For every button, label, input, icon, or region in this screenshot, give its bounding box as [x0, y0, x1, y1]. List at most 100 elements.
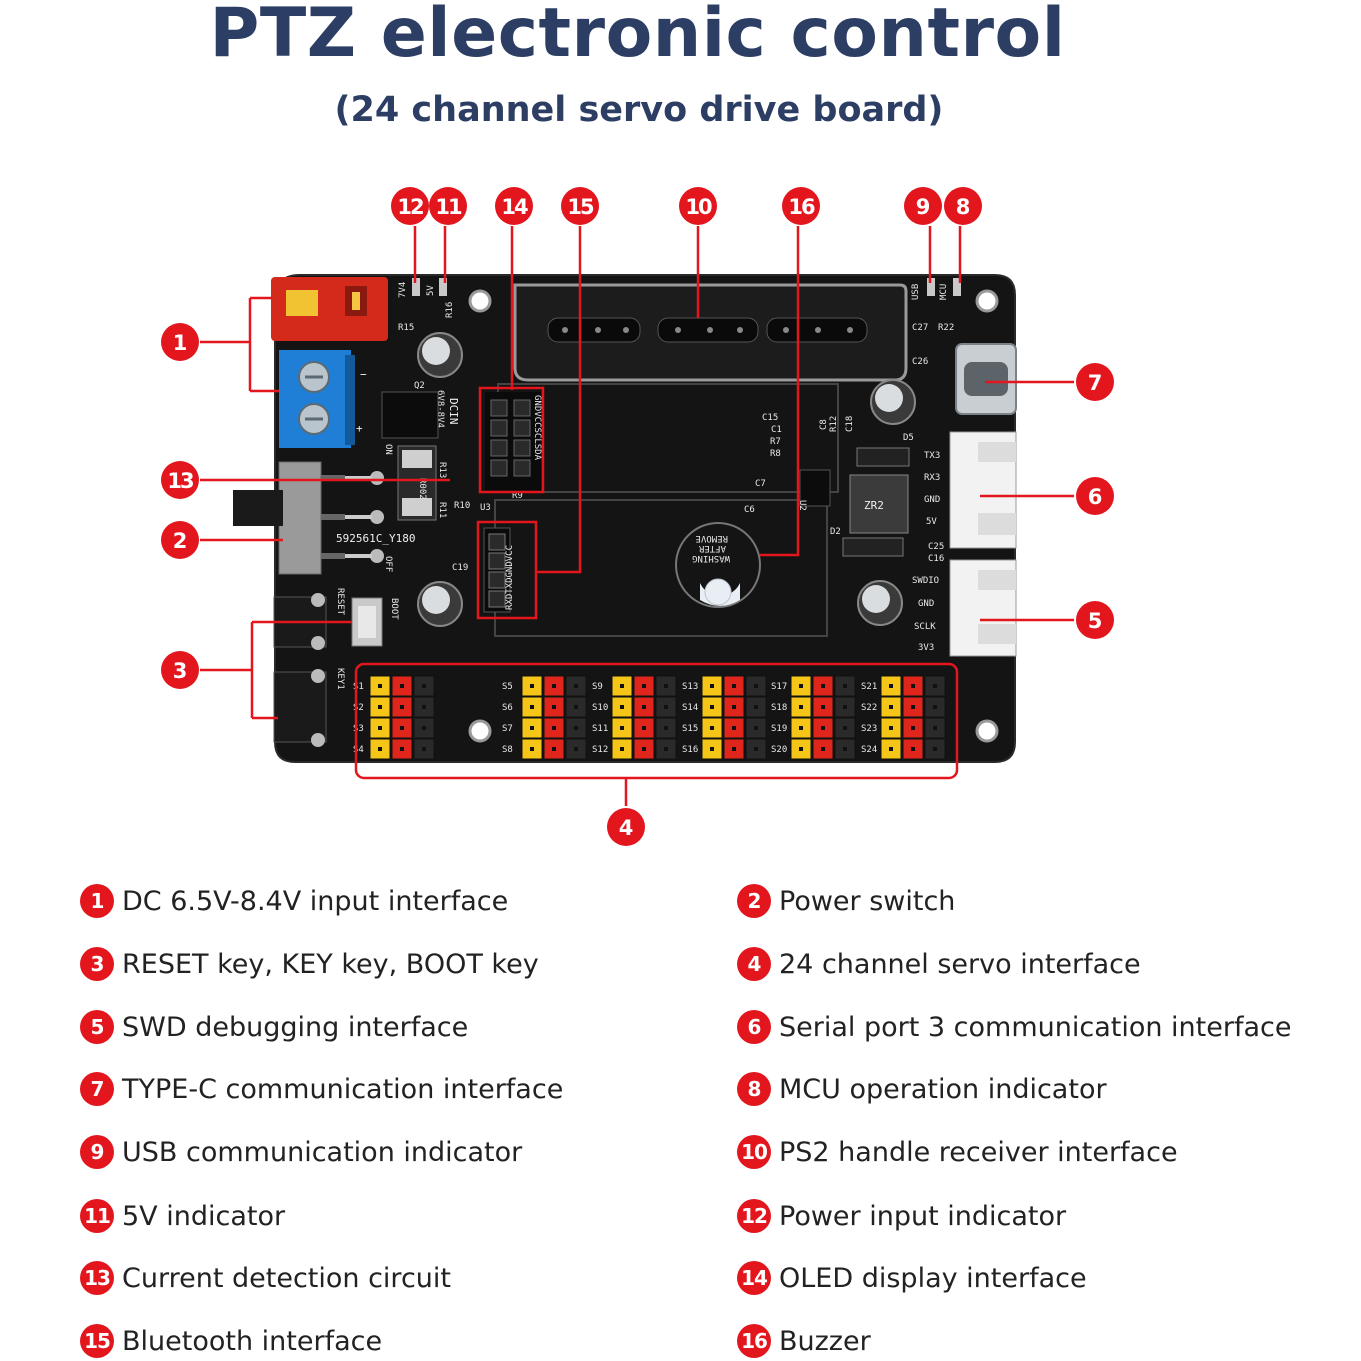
servo-pin-hole	[574, 684, 578, 688]
switch-code-label: 592561C_Y180	[336, 532, 415, 545]
legend-badge: 7	[80, 1072, 114, 1106]
legend-text: TYPE-C communication interface	[122, 1073, 564, 1105]
servo-pin-hole	[933, 726, 937, 730]
servo-pin-hole	[574, 747, 578, 751]
servo-pin-hole	[530, 705, 534, 709]
shunt-label: R002	[417, 478, 427, 500]
svg-text:Q2: Q2	[414, 381, 425, 391]
reset-label: RESET	[335, 588, 345, 616]
servo-pin-hole	[732, 684, 736, 688]
svg-text:GND: GND	[924, 495, 940, 505]
servo-pin-hole	[664, 747, 668, 751]
legend-text: USB communication indicator	[122, 1136, 523, 1168]
servo-pin-hole	[400, 705, 404, 709]
legend-text: 24 channel servo interface	[779, 948, 1141, 980]
servo-pin-hole	[933, 747, 937, 751]
svg-text:12: 12	[397, 195, 423, 219]
servo-label-S5: S5	[502, 682, 513, 692]
uart-connector	[949, 431, 1017, 549]
svg-text:8: 8	[956, 195, 971, 219]
servo-pin-hole	[378, 726, 382, 730]
svg-text:R8: R8	[770, 449, 781, 459]
servo-pin-hole	[620, 726, 624, 730]
svg-text:TX3: TX3	[924, 451, 940, 461]
page-title: PTZ electronic control	[209, 0, 1066, 73]
legend-text: DC 6.5V-8.4V input interface	[122, 885, 509, 917]
dcin-range-label: 6V8-8V4	[435, 390, 445, 428]
svg-text:R11: R11	[437, 502, 447, 518]
servo-pin-hole	[422, 726, 426, 730]
svg-text:R10: R10	[454, 501, 470, 511]
legend-badge: 9	[80, 1135, 114, 1169]
servo-label-S22: S22	[861, 703, 877, 713]
callout-badge-15: 15	[561, 187, 599, 225]
servo-label-S16: S16	[682, 745, 698, 755]
legend-badge: 13	[80, 1261, 114, 1295]
servo-pin-hole	[799, 684, 803, 688]
svg-text:R9: R9	[512, 491, 523, 501]
svg-text:C16: C16	[928, 554, 944, 564]
servo-pin-hole	[732, 747, 736, 751]
svg-text:R7: R7	[770, 437, 781, 447]
servo-label-S23: S23	[861, 724, 877, 734]
capacitor-right-bottom	[857, 580, 903, 626]
svg-text:−: −	[360, 368, 367, 381]
callout-badge-1: 1	[161, 323, 199, 361]
servo-pin-hole	[642, 726, 646, 730]
ps2-receiver-socket	[513, 283, 908, 382]
svg-text:9: 9	[916, 195, 931, 219]
svg-text:C18: C18	[845, 416, 855, 432]
servo-pin-hole	[422, 747, 426, 751]
svg-text:C19: C19	[452, 563, 468, 573]
svg-text:C26: C26	[912, 357, 928, 367]
servo-pin-hole	[620, 684, 624, 688]
servo-pin-hole	[710, 684, 714, 688]
svg-text:C27: C27	[912, 323, 928, 333]
legend-badge: 10	[737, 1135, 771, 1169]
servo-pin-hole	[754, 705, 758, 709]
led-mcu-label: MCU	[939, 284, 949, 300]
svg-text:C8: C8	[819, 419, 829, 430]
servo-pin-hole	[821, 684, 825, 688]
callout-badge-8: 8	[944, 187, 982, 225]
legend-badge: 12	[737, 1199, 771, 1233]
servo-pin-hole	[530, 726, 534, 730]
servo-pin-hole	[754, 726, 758, 730]
legend-badge: 4	[737, 947, 771, 981]
callout-badge-9: 9	[904, 187, 942, 225]
servo-pin-hole	[821, 747, 825, 751]
callout-badge-14: 14	[495, 187, 533, 225]
svg-text:1: 1	[173, 331, 188, 355]
terminal-block: − +	[279, 350, 367, 448]
callout-badge-16: 16	[782, 187, 820, 225]
servo-pin-hole	[889, 726, 893, 730]
buzzer-sticker-3: WASHING	[692, 553, 730, 563]
servo-pin-hole	[664, 705, 668, 709]
callout-badge-6: 6	[1076, 477, 1114, 515]
servo-pin-hole	[911, 726, 915, 730]
svg-text:C7: C7	[755, 479, 766, 489]
legend-text: Power switch	[779, 885, 956, 917]
svg-text:GND: GND	[918, 599, 934, 609]
shunt-resistor: R002	[397, 445, 437, 521]
legend-badge: 6	[737, 1010, 771, 1044]
servo-pin-hole	[574, 705, 578, 709]
servo-pin-hole	[664, 726, 668, 730]
svg-text:D2: D2	[830, 527, 841, 537]
buzzer-sticker-2: AFTER	[698, 543, 726, 553]
swd-pin-labels: SWDIO GND SCLK 3V3	[912, 576, 939, 653]
bt-pins-label: RXDTXDGNDVCC	[505, 545, 515, 610]
key1-button	[273, 669, 327, 747]
servo-label-S7: S7	[502, 724, 513, 734]
